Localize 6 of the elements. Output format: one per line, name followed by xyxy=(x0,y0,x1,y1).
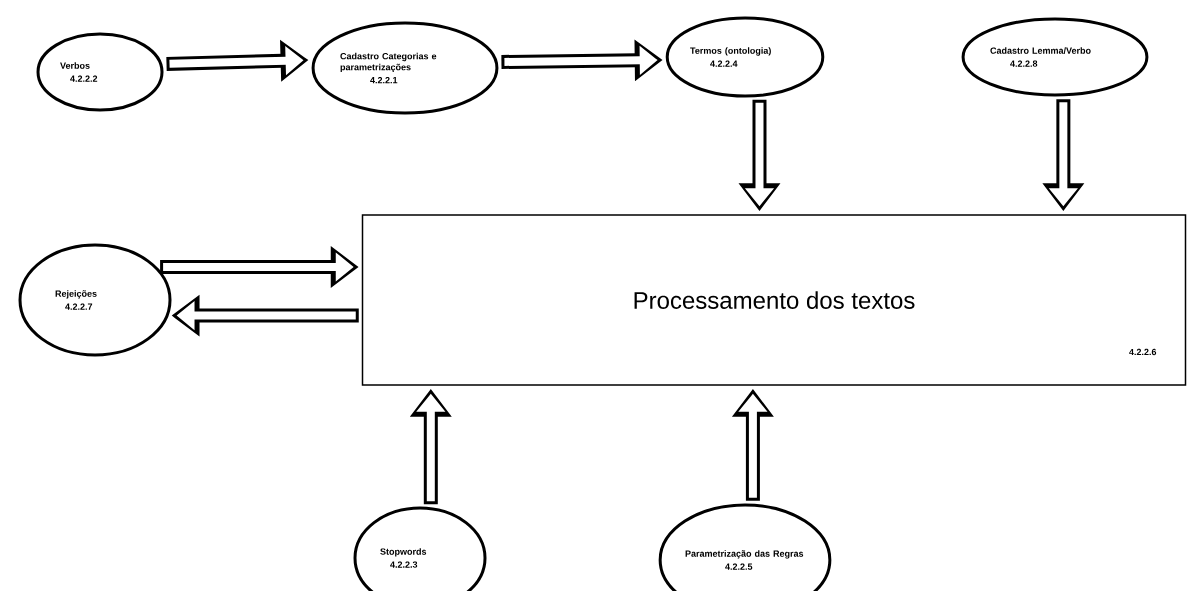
ellipse-node: Cadastro Lemma/Verbo 4.2.2.8 xyxy=(961,17,1149,97)
ellipse-node: Rejeições 4.2.2.7 xyxy=(18,243,172,357)
ellipse-node: Verbos 4.2.2.2 xyxy=(36,32,164,112)
process-box: Processamento dos textos 4.2.2.6 xyxy=(361,214,1187,386)
ellipse-node: Termos (ontologia) 4.2.2.4 xyxy=(665,16,825,98)
ellipse-node: Cadastro Categorias e parametrizações 4.2.2.1 xyxy=(311,21,499,115)
